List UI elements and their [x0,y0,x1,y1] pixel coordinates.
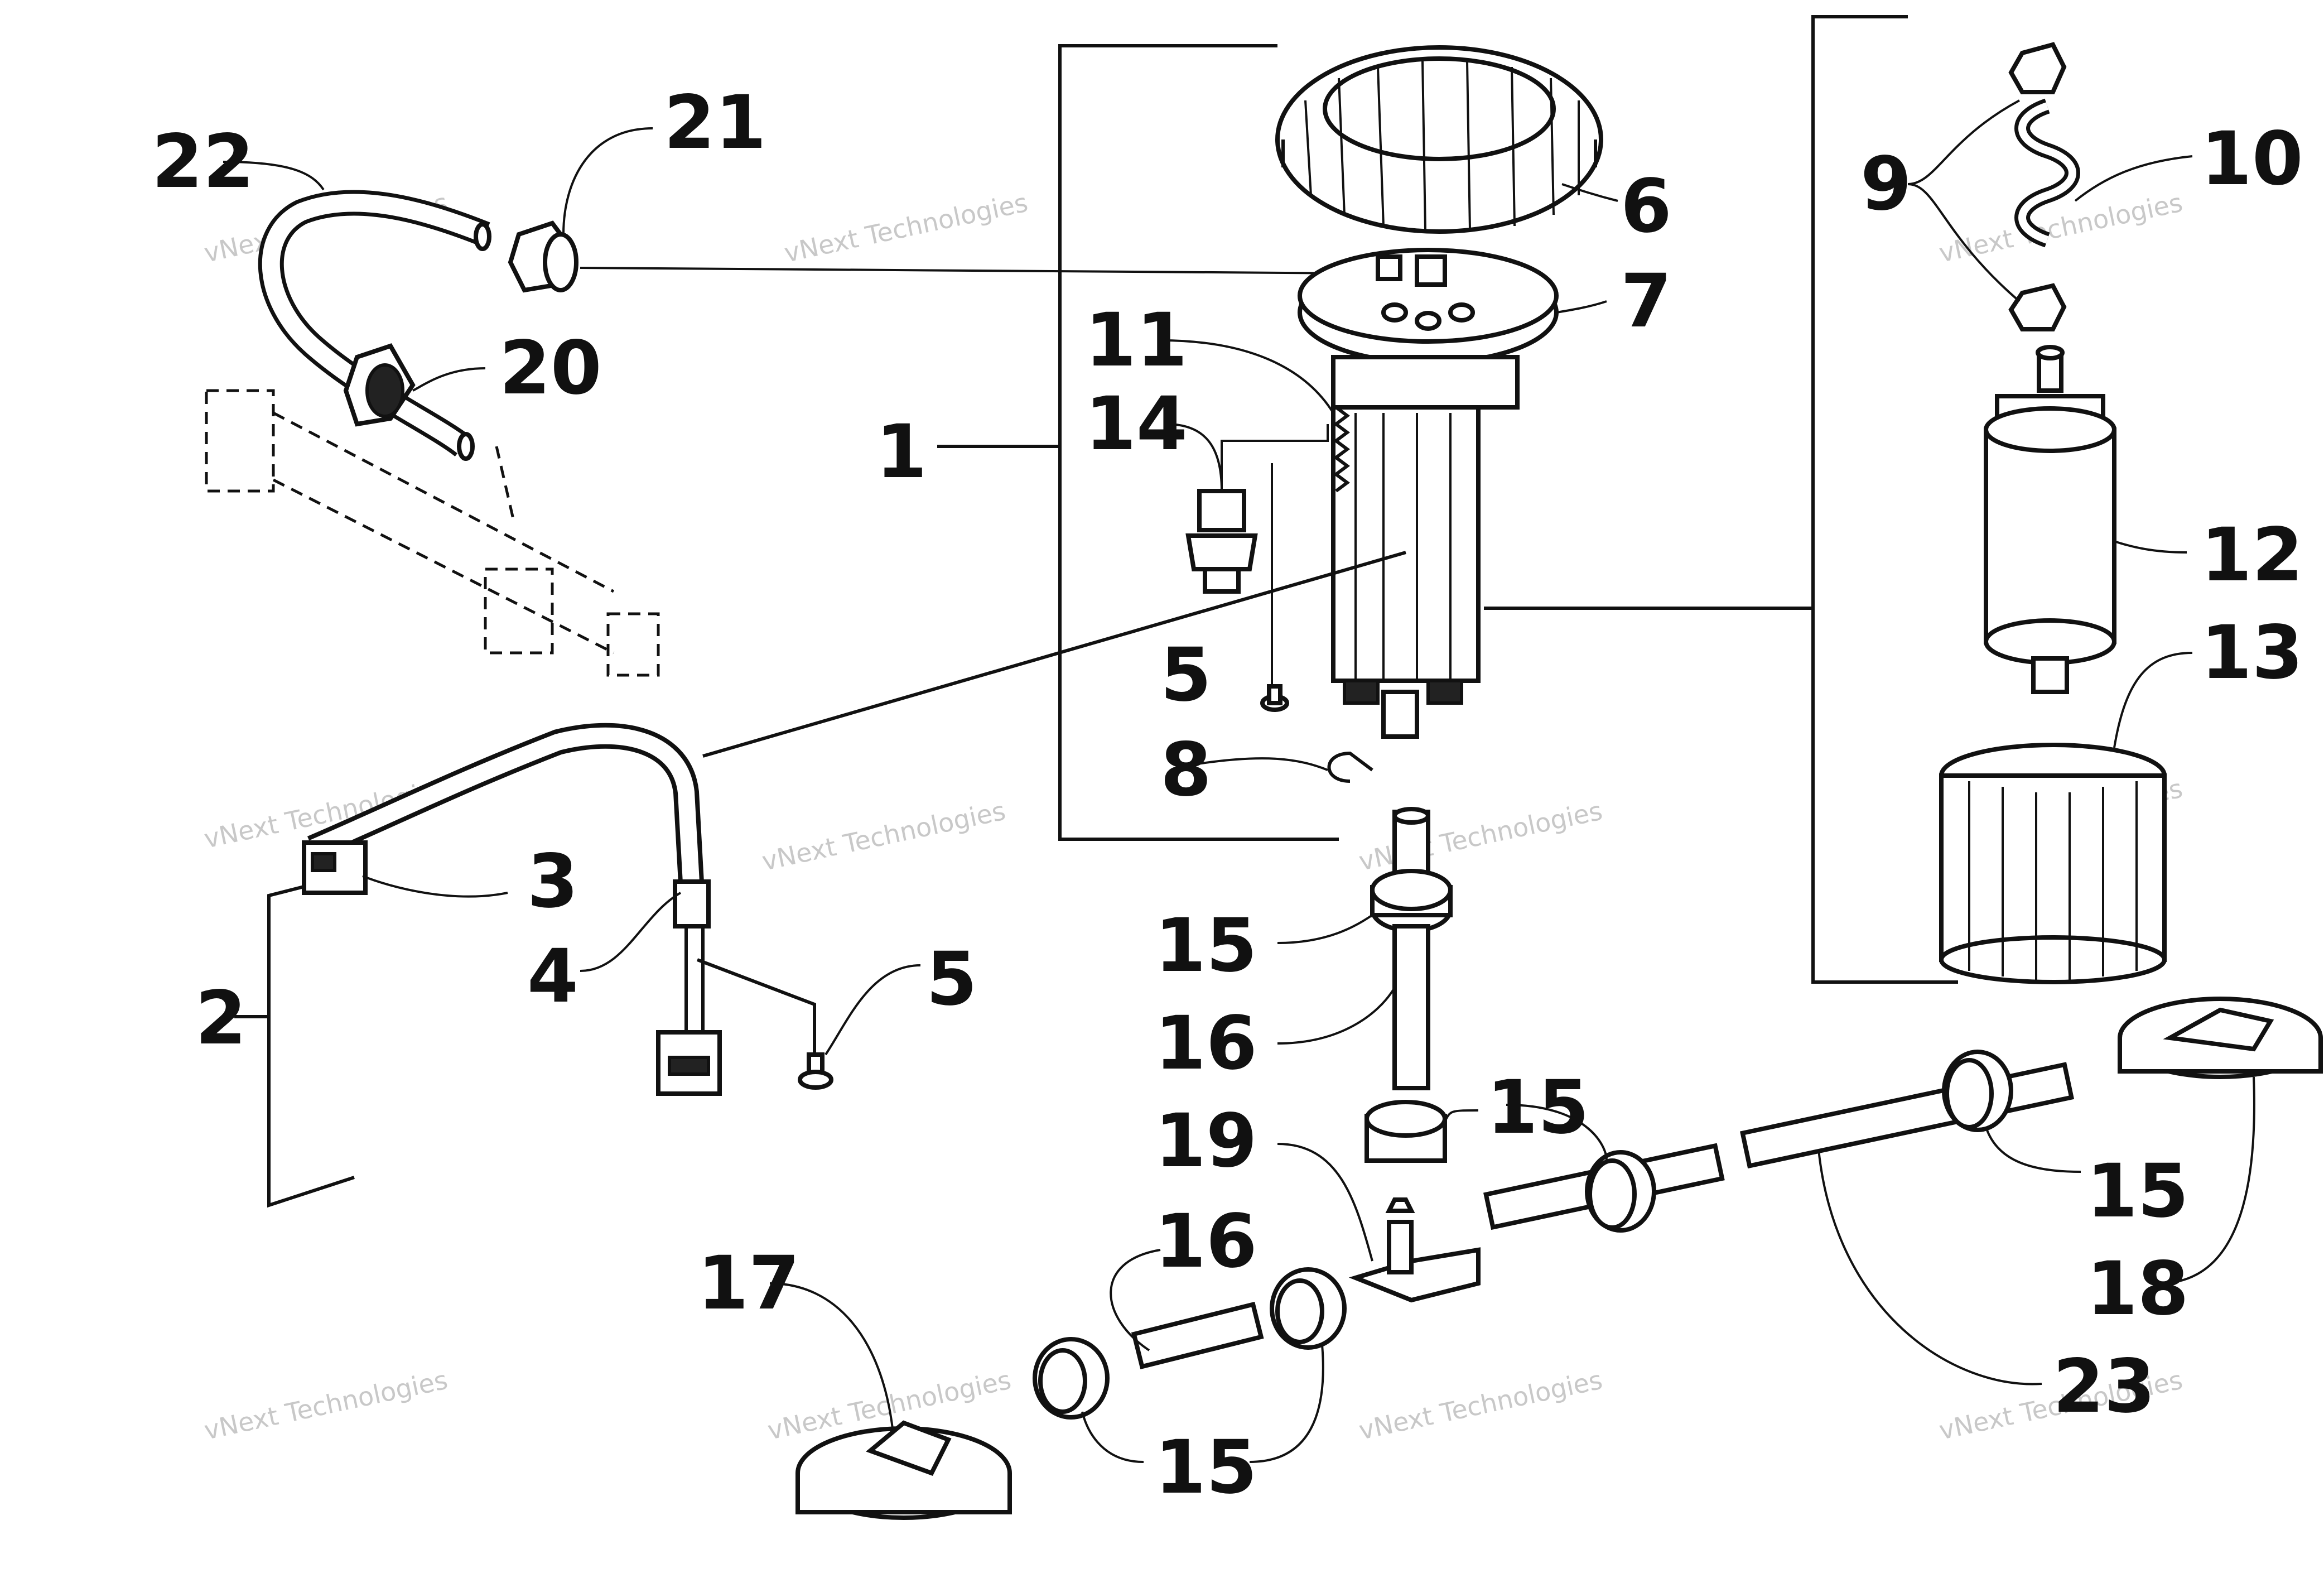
outlet-tube [1392,807,1430,875]
callout-21: 21 [664,80,766,166]
tee-fitting-19 [1348,1197,1481,1303]
callout-8: 8 [1160,727,1212,813]
callout-23: 23 [2053,1344,2156,1430]
clip-8 [1327,751,1373,783]
callout-labels: 22 21 20 6 7 11 14 1 5 8 9 10 12 13 3 4 … [152,80,2303,1510]
hose-16-vertical [1392,924,1430,1090]
clamp-15-far-right [1942,1050,2013,1132]
callout-19: 19 [1155,1098,1257,1184]
pickup-18 [2118,997,2323,1079]
callout-10: 10 [2201,116,2303,202]
callout-22: 22 [152,119,254,205]
spring-11 [1333,406,1350,493]
callout-16-upper: 16 [1155,1000,1257,1086]
callout-5-upper: 5 [1160,632,1212,718]
callout-9: 9 [1860,141,1912,227]
callout-15-middle: 15 [1487,1065,1589,1151]
connector-3 [302,840,368,895]
callout-14: 14 [1085,381,1188,467]
wires-4 [673,879,816,1055]
callout-11: 11 [1085,297,1188,383]
pump-module-7 [1298,248,1559,739]
watermark-text: vNext Technologies [782,187,1030,268]
hose-10 [2014,98,2080,248]
callout-17: 17 [697,1240,800,1326]
screw-5-upper [1260,684,1289,712]
screw-5-lower [798,1052,833,1090]
fuel-pump-12 [1984,345,2116,694]
clamp-15-upper [1370,869,1453,933]
lock-ring-6 [1275,45,1603,234]
leader-lines [223,99,2255,1463]
clamp-15-lower-right [1270,1267,1347,1350]
pump-detail-bracket [1484,15,1958,984]
pickup-17 [795,1420,1012,1520]
callout-13: 13 [2201,610,2303,696]
harness-leader-line [702,551,1406,758]
callout-1: 1 [876,409,927,495]
watermark-text: vNext Technologies [201,1365,450,1446]
callout-15-upper: 15 [1155,903,1257,989]
watermark-text: vNext Technologies [759,796,1008,877]
callout-5-lower: 5 [926,936,977,1022]
harness-cable [307,723,705,894]
callout-12: 12 [2201,512,2303,598]
clamp-15-middle [1364,1100,1447,1163]
callout-7: 7 [1621,258,1672,344]
strainer-13 [1939,743,2167,984]
connector-plug [656,1030,722,1096]
callout-4: 4 [527,934,578,1019]
callout-6: 6 [1621,163,1672,249]
harness-bracket-2 [234,880,355,1208]
watermark-text: vNext Technologies [1356,1365,1605,1446]
hose-clip-20 [343,343,416,427]
hose-clamp-21 [508,220,578,293]
nut-9-top [2008,42,2067,94]
clamp-15-lower-left [1033,1337,1110,1420]
assembly-bracket-1 [937,44,1339,841]
callout-16-lower: 16 [1155,1199,1257,1284]
nut-9-bottom [2008,283,2067,331]
regulator-14 [1185,489,1258,594]
callout-15-right: 15 [2086,1148,2189,1234]
callout-2: 2 [195,975,247,1061]
fuel-rail-dashed [205,389,660,677]
callout-3: 3 [527,839,578,925]
hose-16-lower [1131,1301,1264,1369]
clamp-15-right [1585,1150,1656,1233]
callout-20: 20 [499,325,602,411]
callout-15-lower: 15 [1155,1425,1257,1510]
hose-23 [1740,1062,2075,1169]
vent-line [580,267,1367,275]
callout-18: 18 [2086,1246,2189,1332]
